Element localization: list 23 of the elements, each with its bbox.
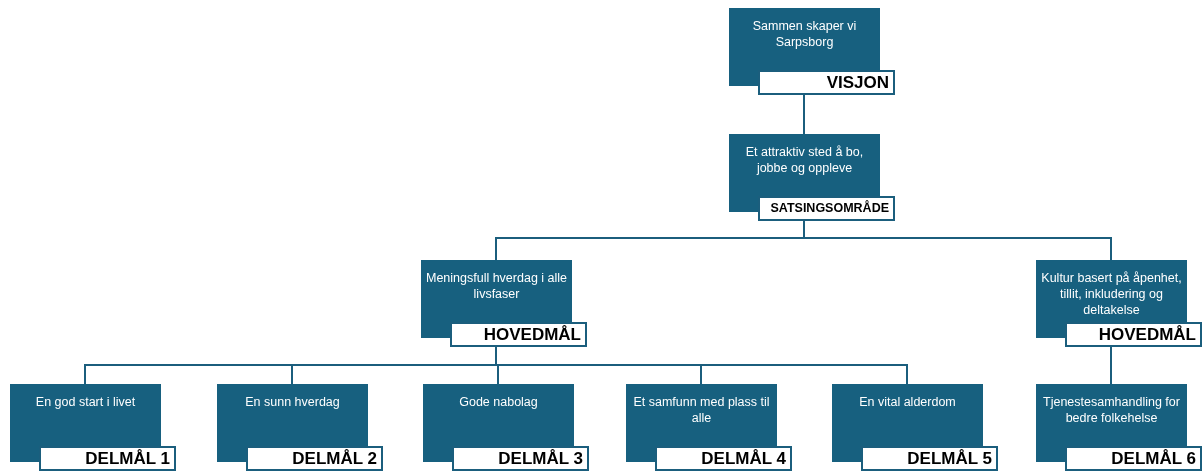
- goal-text: En sunn hverdag: [245, 394, 340, 410]
- level-tag: HOVEDMÅL: [1065, 322, 1202, 347]
- goal-text: Kultur basert på åpenhet, tillit, inkludering og deltakelse: [1040, 270, 1183, 318]
- connector-line: [1110, 346, 1112, 385]
- level-tag: DELMÅL 5: [861, 446, 998, 471]
- goal-text: En vital alderdom: [859, 394, 956, 410]
- connector-line: [803, 94, 805, 135]
- level-tag: DELMÅL 4: [655, 446, 792, 471]
- goal-text: Meningsfull hverdag i alle livsfaser: [425, 270, 568, 302]
- goal-text: Sammen skaper vi Sarpsborg: [751, 18, 858, 50]
- goal-text: Gode nabolag: [459, 394, 538, 410]
- goal-text: Tjenestesamhandling for bedre folkehelse: [1042, 394, 1181, 426]
- level-tag: DELMÅL 2: [246, 446, 383, 471]
- level-tag: HOVEDMÅL: [450, 322, 587, 347]
- goal-text: Et attraktiv sted å bo, jobbe og oppleve: [744, 144, 865, 176]
- goal-text: En god start i livet: [35, 394, 136, 410]
- level-tag: DELMÅL 1: [39, 446, 176, 471]
- level-tag: DELMÅL 6: [1065, 446, 1202, 471]
- goal-text: Et samfunn med plass til alle: [632, 394, 771, 426]
- connector-line: [803, 220, 1112, 261]
- level-tag: SATSINGSOMRÅDE: [758, 196, 895, 221]
- level-tag: DELMÅL 3: [452, 446, 589, 471]
- level-tag: VISJON: [758, 70, 895, 95]
